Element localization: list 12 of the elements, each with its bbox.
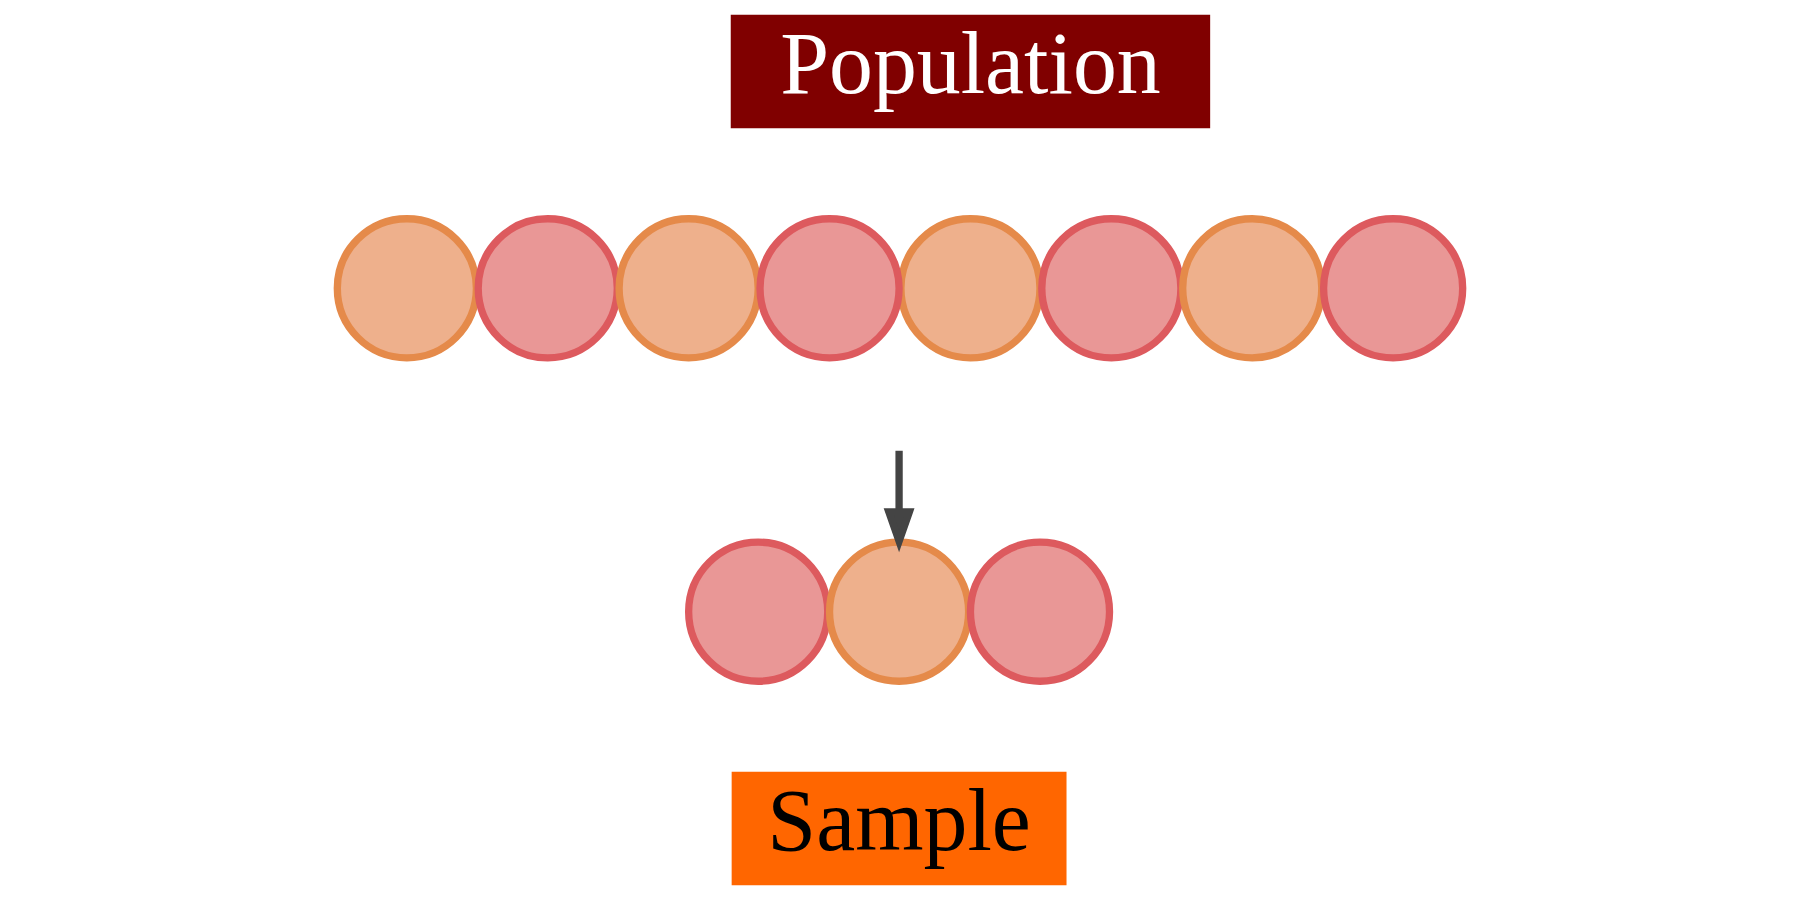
node-circle xyxy=(474,215,621,362)
node-circle xyxy=(966,538,1114,685)
node-circle xyxy=(1038,215,1185,362)
arrow xyxy=(883,450,915,553)
node-circle xyxy=(1319,215,1467,362)
node-circle xyxy=(1179,215,1326,362)
node-box: Sample xyxy=(731,771,1067,886)
node-box: Population xyxy=(730,14,1211,129)
node-circle xyxy=(685,538,832,685)
node-circle xyxy=(756,215,903,362)
node-circle xyxy=(615,215,762,362)
node-circle xyxy=(897,215,1044,362)
